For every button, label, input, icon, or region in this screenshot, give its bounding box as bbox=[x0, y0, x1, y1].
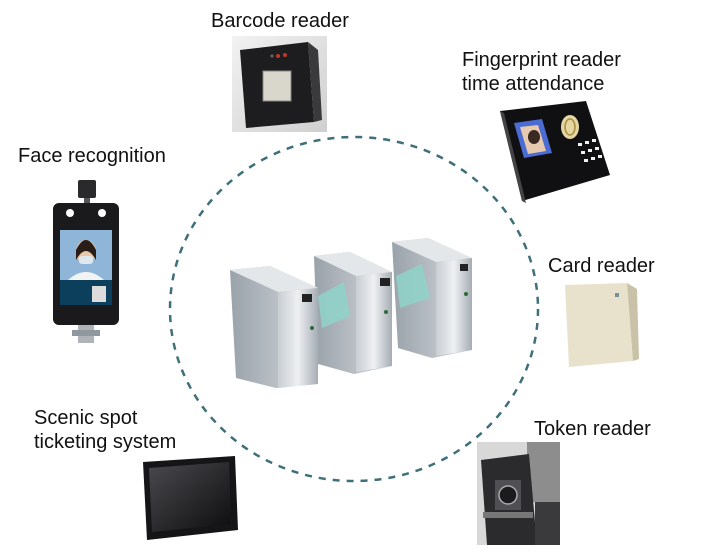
turnstile-icon bbox=[226, 232, 476, 388]
monitor-icon bbox=[143, 456, 238, 540]
scenic-line-2: ticketing system bbox=[34, 431, 177, 453]
fingerprint-terminal-icon bbox=[494, 101, 612, 203]
fingerprint-reader-label: Fingerprint reader time attendance bbox=[462, 48, 621, 96]
scenic-ticketing-label: Scenic spot ticketing system bbox=[34, 406, 176, 454]
scenic-line-1: Scenic spot bbox=[34, 407, 138, 429]
token-reader-label: Token reader bbox=[534, 417, 651, 441]
fingerprint-line-1: Fingerprint reader bbox=[462, 49, 621, 71]
token-reader-text: Token reader bbox=[534, 418, 651, 440]
face-recognition-label: Face recognition bbox=[18, 144, 166, 168]
barcode-reader-label: Barcode reader bbox=[211, 9, 349, 33]
barcode-reader-text: Barcode reader bbox=[211, 10, 349, 32]
face-recognition-text: Face recognition bbox=[18, 145, 166, 167]
barcode-scanner-icon bbox=[232, 36, 327, 132]
card-reader-icon bbox=[561, 283, 639, 369]
token-reader-icon bbox=[477, 442, 560, 545]
face-terminal-icon bbox=[50, 180, 122, 350]
card-reader-text: Card reader bbox=[548, 255, 655, 277]
card-reader-label: Card reader bbox=[548, 254, 655, 278]
fingerprint-line-2: time attendance bbox=[462, 73, 605, 95]
